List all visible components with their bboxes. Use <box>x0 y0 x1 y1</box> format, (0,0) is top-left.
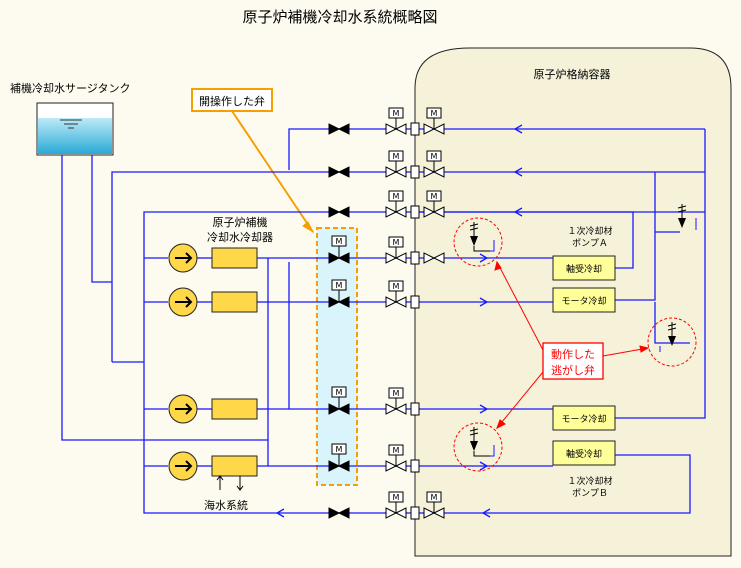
isolation-valve-motor-labels: M M M M M M M M M M M M <box>393 109 438 502</box>
surge-tank-label: 補機冷却水サージタンク <box>10 81 131 95</box>
opened-valve-highlight <box>316 227 358 486</box>
surge-tank-water <box>38 118 112 154</box>
svg-text:M: M <box>336 445 343 454</box>
relief-callout-line1: 動作した <box>551 347 595 361</box>
isolation-valve-motors <box>388 107 442 513</box>
relief-valve-c-circle <box>647 317 697 367</box>
pump-b-label-line2: ポンプＢ <box>572 488 608 499</box>
relief-valve-b-circle <box>453 422 503 472</box>
diagram-title: 原子炉補機冷却水系統概略図 <box>242 8 437 26</box>
cooler-3 <box>211 398 258 420</box>
cooler-label-line1: 原子炉補機 <box>213 215 268 229</box>
relief-valve-a-circle <box>453 217 503 267</box>
relief-callout-line2: 逃がし弁 <box>551 363 595 377</box>
svg-text:M: M <box>431 109 438 118</box>
svg-text:M: M <box>336 237 343 246</box>
relief-valves <box>453 204 697 472</box>
pipe-network <box>61 128 706 514</box>
coolers <box>211 247 258 477</box>
svg-text:軸受冷却: 軸受冷却 <box>566 448 602 460</box>
svg-text:M: M <box>393 152 400 161</box>
highlight-mov-labels: M M M M <box>336 237 343 454</box>
cooler-2 <box>211 291 258 313</box>
highlight-mov-boxes <box>331 235 347 466</box>
opened-valve-callout: 開操作した弁 <box>199 94 265 108</box>
cooler-4 <box>211 455 258 477</box>
cooling-pumps <box>168 243 198 481</box>
svg-text:軸受冷却: 軸受冷却 <box>566 263 602 275</box>
pump-b-motor-cooling <box>552 405 616 431</box>
seawater-arrows <box>216 475 244 491</box>
pump-b-label-line1: １次冷却材 <box>567 475 612 487</box>
relief-callout-box <box>542 342 604 380</box>
svg-text:M: M <box>393 446 400 455</box>
flow-arrows <box>275 124 523 518</box>
relief-callout-leaders <box>494 260 650 430</box>
svg-text:M: M <box>393 493 400 502</box>
svg-text:M: M <box>393 282 400 291</box>
cooler-1 <box>211 247 258 269</box>
svg-text:モータ冷却: モータ冷却 <box>561 295 606 307</box>
svg-text:M: M <box>431 192 438 201</box>
pump-a-bearing-cooling <box>552 255 616 281</box>
svg-text:モータ冷却: モータ冷却 <box>561 413 606 425</box>
svg-text:M: M <box>336 281 343 290</box>
pump-a-label-line2: ポンプＡ <box>572 238 608 249</box>
cooler-label-line2: 冷却水冷却器 <box>207 231 273 244</box>
pump-a-label-line1: １次冷却材 <box>567 225 612 237</box>
water-level-mark <box>60 119 82 129</box>
svg-text:M: M <box>393 389 400 398</box>
svg-text:M: M <box>393 109 400 118</box>
pump-b-bearing-cooling <box>552 440 616 466</box>
seawater-label: 海水系統 <box>204 498 248 512</box>
svg-text:M: M <box>431 493 438 502</box>
svg-text:M: M <box>336 388 343 397</box>
svg-text:M: M <box>393 192 400 201</box>
svg-text:M: M <box>431 152 438 161</box>
containment-label: 原子炉格納容器 <box>534 67 611 81</box>
svg-text:M: M <box>393 238 400 247</box>
pump-a-motor-cooling <box>552 287 616 313</box>
